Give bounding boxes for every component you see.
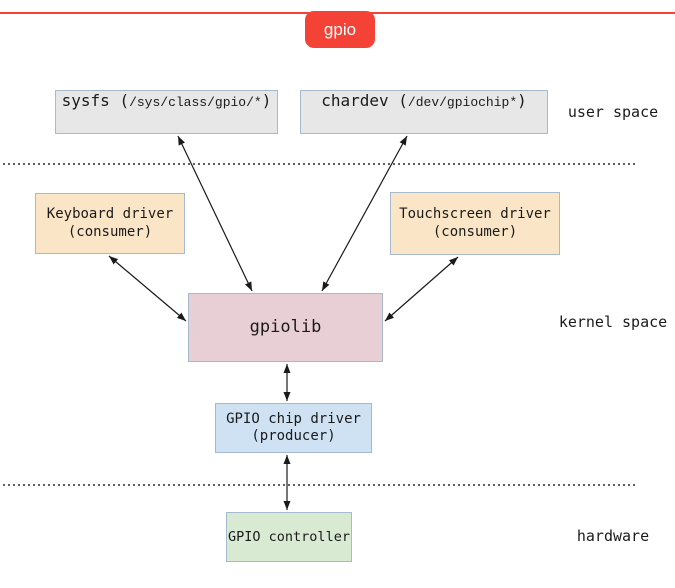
chardev-label-close: ) [517, 91, 527, 110]
gpio-badge-label: gpio [323, 19, 357, 39]
gpio-badge: gpio [305, 11, 375, 48]
gpio-chip-driver-line1: GPIO chip driver [226, 410, 361, 427]
chardev-path: /dev/gpiochip* [407, 95, 518, 110]
node-sysfs: sysfs (/sys/class/gpio/*) [55, 90, 278, 134]
sysfs-label-close: ) [261, 91, 272, 110]
node-touchscreen-driver: Touchscreen driver (consumer) [390, 192, 560, 255]
gpio-controller-label: GPIO controller [228, 528, 350, 545]
label-kernel-space: kernel space [558, 313, 668, 331]
node-chardev: chardev (/dev/gpiochip*) [300, 90, 548, 134]
node-gpio-controller: GPIO controller [226, 512, 352, 562]
arrow-touchscreen-driver-gpiolib [384, 256, 459, 322]
arrow-sysfs-gpiolib [177, 135, 253, 292]
node-keyboard-driver: Keyboard driver (consumer) [35, 193, 185, 254]
separator-kernel-hardware [3, 484, 635, 486]
keyboard-driver-line2: (consumer) [67, 223, 153, 240]
chardev-label: chardev ( [321, 91, 408, 110]
label-user-space: user space [567, 103, 659, 121]
touchscreen-driver-line1: Touchscreen driver [399, 206, 551, 222]
separator-user-kernel [3, 163, 635, 165]
label-hardware: hardware [576, 527, 650, 545]
gpio-chip-driver-line2: (producer) [251, 428, 336, 444]
node-gpio-chip-driver: GPIO chip driver (producer) [215, 403, 372, 453]
arrow-keyboard-driver-gpiolib [108, 255, 187, 322]
gpiolib-label: gpiolib [249, 316, 322, 337]
sysfs-path: /sys/class/gpio/* [129, 95, 262, 110]
node-gpiolib: gpiolib [188, 293, 383, 362]
keyboard-driver-line1: Keyboard driver [46, 206, 174, 222]
sysfs-label: sysfs ( [61, 91, 130, 110]
touchscreen-driver-line2: (consumer) [432, 223, 518, 240]
